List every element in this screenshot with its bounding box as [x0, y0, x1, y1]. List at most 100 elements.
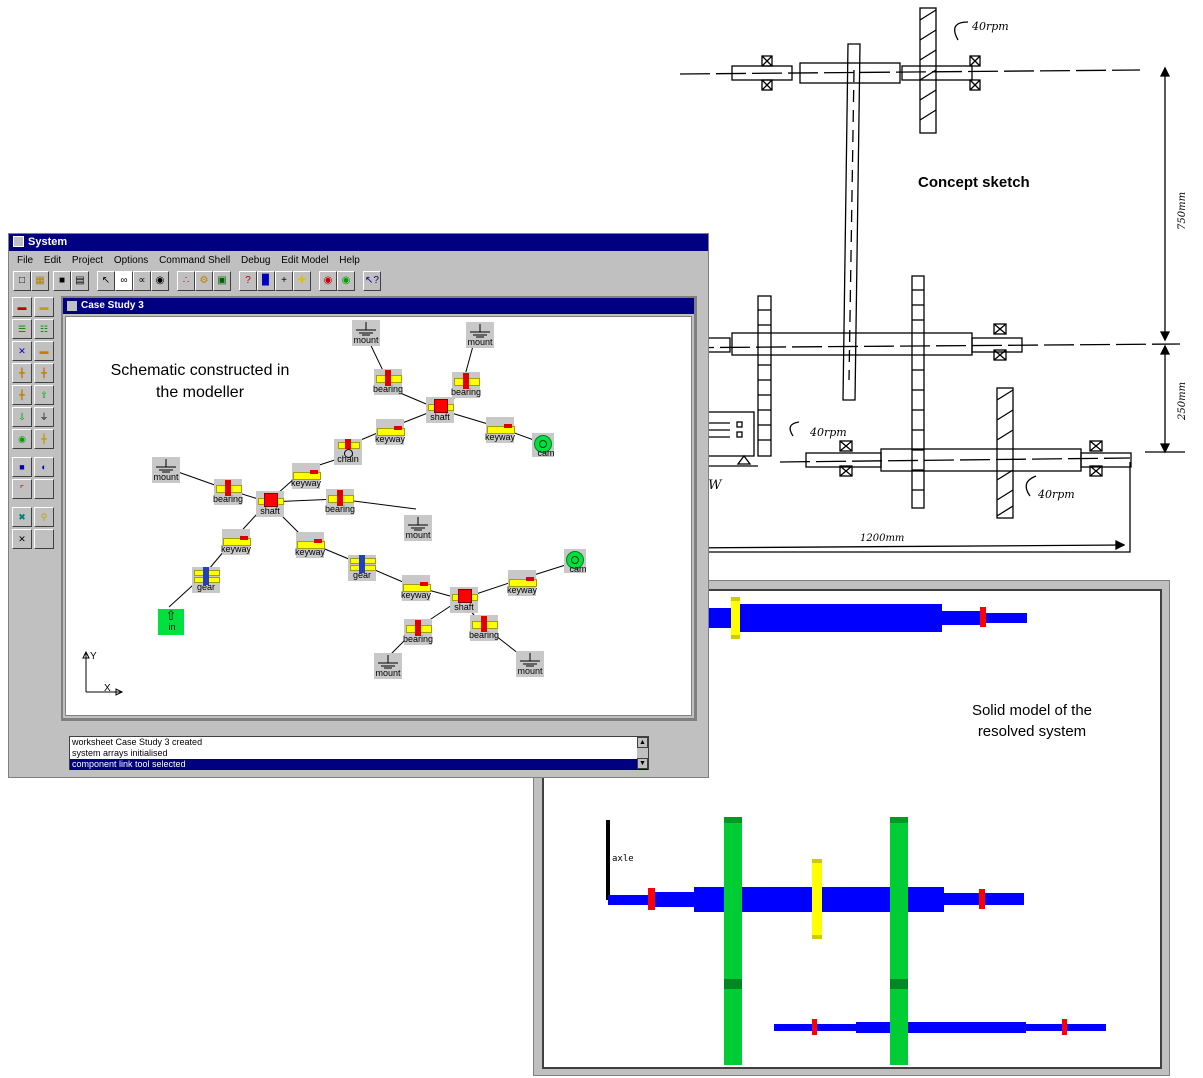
schematic-node-gear[interactable]: gear — [348, 555, 376, 581]
palette-block-icon[interactable]: ■ — [12, 457, 32, 477]
log-scrollbar[interactable]: ▲ ▼ — [637, 737, 648, 769]
case-study-titlebar[interactable]: Case Study 3 — [63, 298, 694, 314]
link-tool-icon[interactable]: ∞ — [115, 271, 133, 291]
schematic-node-mount[interactable]: mount — [466, 322, 494, 348]
schematic-node-label: keyway — [294, 547, 325, 557]
go-icon[interactable]: ◉ — [337, 271, 355, 291]
palette-gear-icon[interactable]: ◉ — [12, 429, 32, 449]
solid-bottom-shaft — [774, 1019, 1106, 1035]
schematic-node-bearing[interactable]: bearing — [451, 372, 481, 398]
palette-shaft-icon[interactable]: ▬ — [12, 297, 32, 317]
open-folder-icon[interactable]: ▦ — [31, 271, 49, 291]
palette-spring-icon[interactable]: ▬ — [34, 341, 54, 361]
schematic-node-chain[interactable]: chain — [334, 439, 362, 465]
palette-joint-icon[interactable]: ☷ — [34, 319, 54, 339]
select-arrow-icon[interactable]: ↖ — [97, 271, 115, 291]
palette-link-icon[interactable]: ⌜ — [12, 479, 32, 499]
schematic-node-label: cam — [569, 564, 587, 574]
schematic-node-bearing[interactable]: bearing — [325, 489, 355, 515]
concept-sketch-caption: Concept sketch — [918, 174, 1030, 191]
schematic-node-shaft[interactable]: shaft — [426, 397, 454, 423]
palette-delete-icon[interactable]: ✖ — [12, 507, 32, 527]
menu-debug[interactable]: Debug — [241, 255, 271, 266]
schematic-node-keyway[interactable]: keyway — [295, 532, 325, 558]
keyway-slot-icon — [240, 536, 248, 540]
schematic-node-mount[interactable]: mount — [374, 653, 402, 679]
palette-cam-icon[interactable]: ◐ — [34, 457, 54, 477]
stop-icon[interactable]: ◉ — [319, 271, 337, 291]
schematic-node-keyway[interactable]: keyway — [507, 570, 537, 596]
unlink-tool-icon[interactable]: ∝ — [133, 271, 151, 291]
menu-edit[interactable]: Edit — [43, 255, 62, 266]
palette-empty-1[interactable] — [34, 479, 54, 499]
cross-icon[interactable]: ✚ — [293, 271, 311, 291]
grid-icon[interactable]: + — [275, 271, 293, 291]
find-binoculars-icon[interactable]: ◉ — [151, 271, 169, 291]
chart-icon[interactable]: ▉ — [257, 271, 275, 291]
palette-mount-icon[interactable]: ⏚ — [34, 407, 54, 427]
palette-input-icon[interactable]: ⇧ — [34, 385, 54, 405]
schematic-node-keyway[interactable]: keyway — [375, 419, 405, 445]
schematic-node-label: mount — [153, 472, 179, 482]
schematic-node-mount[interactable]: mount — [352, 320, 380, 346]
print-icon[interactable]: ▤ — [71, 271, 89, 291]
log-line-selected: component link tool selected — [70, 759, 648, 770]
schematic-node-bearing[interactable]: bearing — [403, 619, 433, 645]
menu-project[interactable]: Project — [71, 255, 104, 266]
palette-coupling-icon[interactable]: ╋ — [34, 363, 54, 383]
menu-edit-model[interactable]: Edit Model — [281, 255, 329, 266]
solid-model-drawing: axle — [544, 597, 1106, 1065]
schematic-node-keyway[interactable]: keyway — [291, 463, 321, 489]
schematic-node-shaft[interactable]: shaft — [450, 587, 478, 613]
schematic-node-mount[interactable]: mount — [152, 457, 180, 483]
schematic-node-cam[interactable]: cam — [564, 549, 587, 574]
scroll-down-icon[interactable]: ▼ — [637, 758, 648, 769]
schematic-node-label: keyway — [400, 590, 431, 600]
palette-keyway-icon[interactable]: ╋ — [34, 429, 54, 449]
message-log[interactable]: worksheet Case Study 3 created system ar… — [69, 736, 649, 770]
menu-help[interactable]: Help — [339, 255, 360, 266]
menu-options[interactable]: Options — [113, 255, 149, 266]
palette-empty-2[interactable] — [34, 529, 54, 549]
network-icon[interactable]: ∴ — [177, 271, 195, 291]
schematic-node-keyway[interactable]: keyway — [401, 575, 431, 601]
schematic-node-bearing[interactable]: bearing — [469, 615, 499, 641]
schematic-node-keyway[interactable]: keyway — [485, 417, 515, 443]
palette-output-icon[interactable]: ⇩ — [12, 407, 32, 427]
schematic-node-shaft[interactable]: shaft — [256, 491, 284, 517]
palette-close-icon[interactable]: ✕ — [12, 529, 32, 549]
keyway-icon — [297, 541, 325, 549]
schematic-node-mount[interactable]: mount — [516, 651, 544, 677]
keyway-icon — [377, 428, 405, 436]
palette-clutch-icon[interactable]: ☰ — [12, 319, 32, 339]
schematic-node-cam[interactable]: cam — [532, 433, 555, 458]
schematic-node-bearing[interactable]: bearing — [373, 369, 403, 395]
schematic-node-label: shaft — [454, 602, 474, 612]
palette-beam-icon[interactable]: ▬ — [34, 297, 54, 317]
schematic-node-mount[interactable]: mount — [404, 515, 432, 541]
sketch-speed-bottom: 40rpm — [1037, 488, 1075, 501]
new-file-icon[interactable]: □ — [13, 271, 31, 291]
system-titlebar[interactable]: System — [9, 234, 708, 251]
palette-bearing-icon[interactable]: ╋ — [12, 363, 32, 383]
schematic-node-in[interactable]: ⇧in — [158, 609, 184, 635]
schematic-node-bearing[interactable]: bearing — [213, 479, 243, 505]
schematic-node-label: shaft — [260, 506, 280, 516]
resolve-icon[interactable]: ▣ — [213, 271, 231, 291]
save-icon[interactable]: ■ — [53, 271, 71, 291]
context-help-icon[interactable]: ↖? — [363, 271, 381, 291]
scroll-up-icon[interactable]: ▲ — [637, 737, 648, 748]
query-icon[interactable]: ? — [239, 271, 257, 291]
menu-file[interactable]: File — [17, 255, 34, 266]
palette-key-icon[interactable]: ⚲ — [34, 507, 54, 527]
schematic-node-label: mount — [405, 530, 431, 540]
palette-chain-icon[interactable]: ╋ — [12, 385, 32, 405]
concept-sketch: 40rpm 40rpm 40rpm 4kW 1200mm 750mm 250mm — [647, 7, 1188, 554]
schematic-node-keyway[interactable]: keyway — [221, 529, 251, 555]
menu-command-shell[interactable]: Command Shell — [159, 255, 231, 266]
gear-icon[interactable]: ⚙ — [195, 271, 213, 291]
schematic-node-label: bearing — [402, 634, 434, 644]
schematic-node-gear[interactable]: gear — [192, 567, 220, 593]
palette-cutter-icon[interactable]: ✕ — [12, 341, 32, 361]
